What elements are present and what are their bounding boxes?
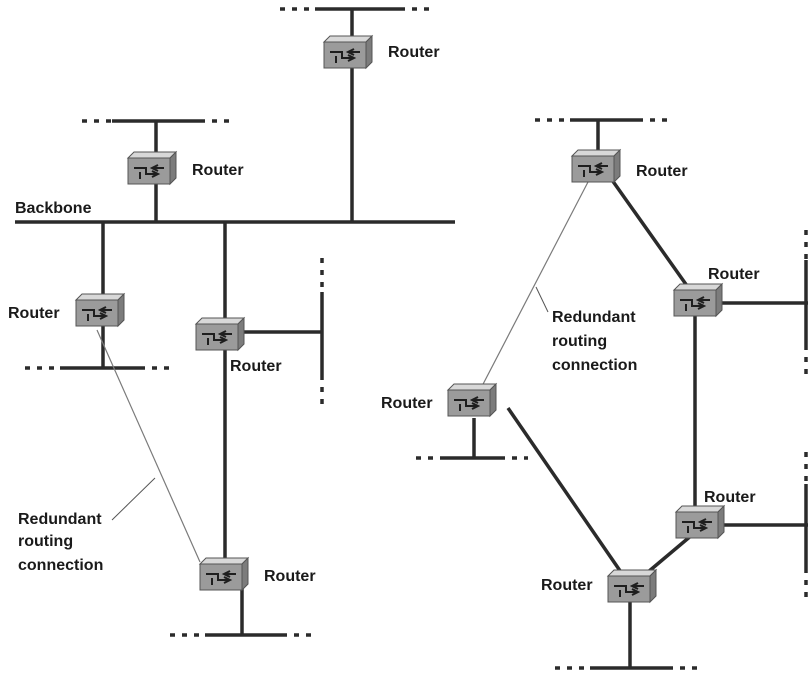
- router-label: Router: [704, 489, 756, 506]
- router-icon: [571, 149, 621, 183]
- router-icon: [675, 505, 725, 539]
- router-label: Router: [636, 163, 688, 180]
- router-icon: [127, 151, 177, 185]
- redundant-label-line3: connection: [18, 557, 103, 574]
- backbone-label: Backbone: [15, 200, 92, 217]
- ring-link: [646, 533, 694, 574]
- router-icon: [323, 35, 373, 69]
- router-icon: [195, 317, 245, 351]
- router-icon: [607, 569, 657, 603]
- router-label: Router: [381, 395, 433, 412]
- router-label: Router: [541, 577, 593, 594]
- router-label: Router: [230, 358, 282, 375]
- redundant-label-line1: Redundant: [552, 309, 636, 326]
- ring-link: [610, 178, 692, 292]
- router-icon: [199, 557, 249, 591]
- router-label: Router: [8, 305, 60, 322]
- router-label: Router: [192, 162, 244, 179]
- router-label: Router: [708, 266, 760, 283]
- router-icon: [75, 293, 125, 327]
- router-label: Router: [388, 44, 440, 61]
- redundant-label-line2: routing: [552, 333, 607, 350]
- ring-link: [506, 407, 627, 579]
- redundant-label-line2: routing: [18, 533, 73, 550]
- redundant-label-line1: Redundant: [18, 511, 102, 528]
- callout-pointer: [111, 477, 156, 521]
- redundant-routing-link: [96, 329, 201, 563]
- router-icon: [447, 383, 497, 417]
- router-label: Router: [264, 568, 316, 585]
- redundant-routing-link: [479, 181, 589, 391]
- callout-pointer: [535, 286, 549, 313]
- redundant-label-line3: connection: [552, 357, 637, 374]
- router-icon: [673, 283, 723, 317]
